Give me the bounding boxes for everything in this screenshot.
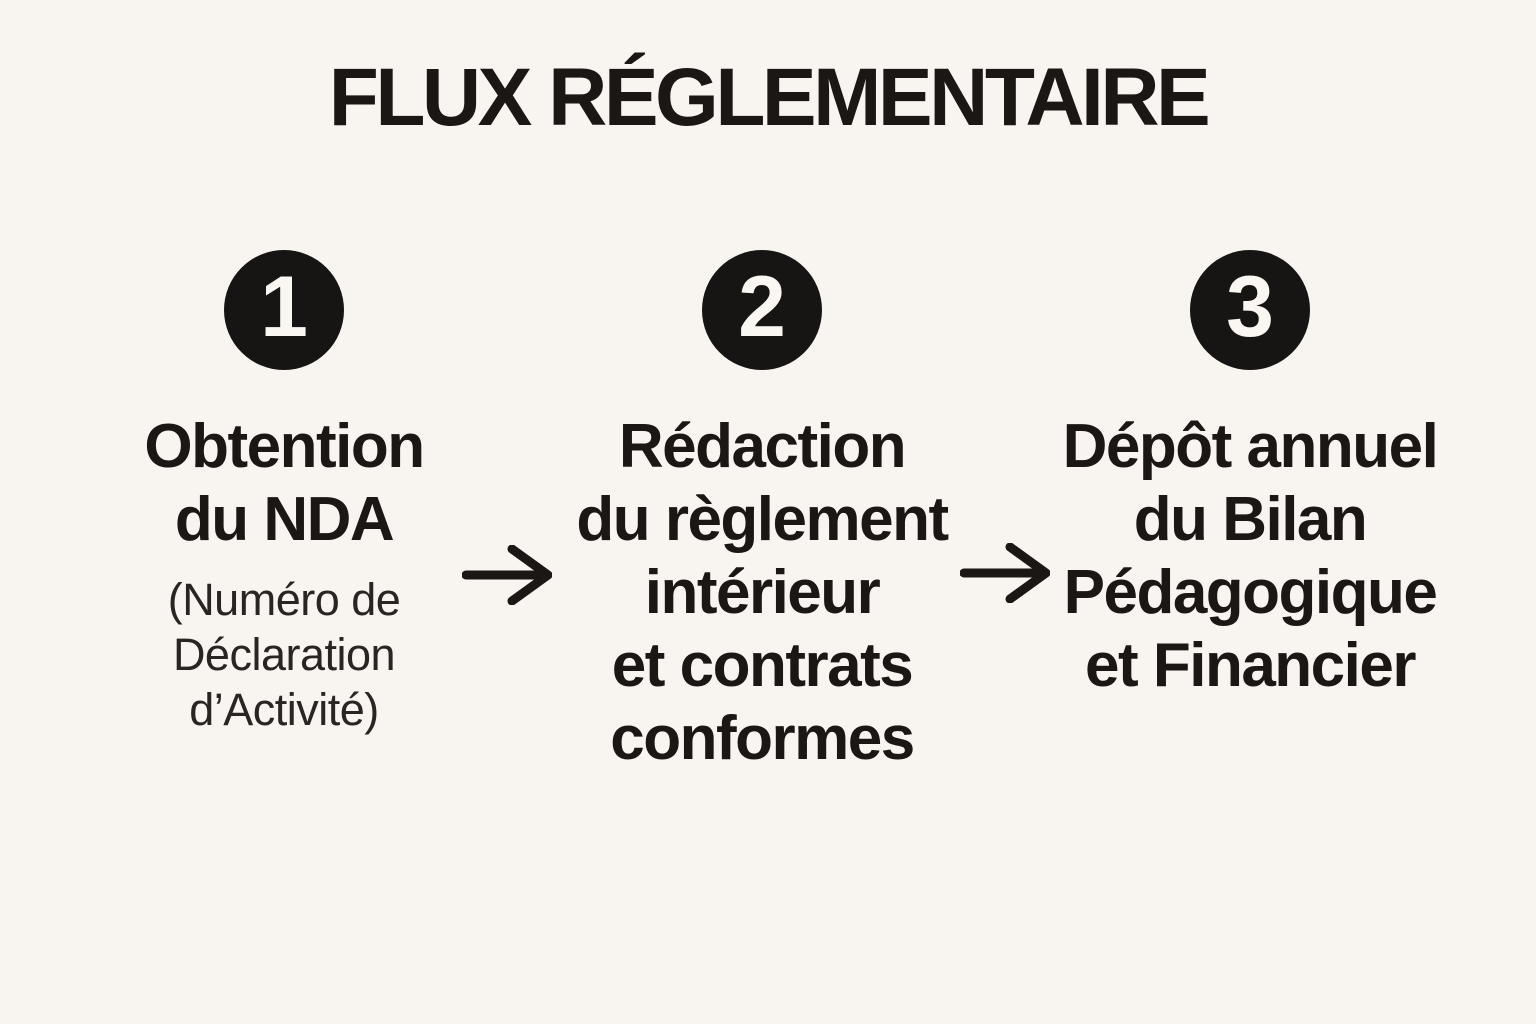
arrow-right-icon xyxy=(960,543,1050,603)
step-2-heading: Rédaction du règlement intérieur et cont… xyxy=(576,412,949,773)
step-1: 1 Obtention du NDA (Numéro de Déclaratio… xyxy=(64,250,504,737)
step-1-number: 1 xyxy=(260,259,308,355)
page-title: FLUX RÉGLEMENTAIRE xyxy=(328,52,1211,143)
step-3-number: 3 xyxy=(1226,259,1274,355)
step-3-heading: Dépôt annuel du Bilan Pédagogique et Fin… xyxy=(1062,412,1439,700)
step-1-subheading: (Numéro de Déclaration d’Activité) xyxy=(167,574,401,735)
step-3-number-badge: 3 xyxy=(1190,250,1310,370)
arrow-right-icon xyxy=(462,545,552,605)
step-1-heading: Obtention du NDA xyxy=(144,412,425,554)
step-2: 2 Rédaction du règlement intérieur et co… xyxy=(552,250,972,775)
step-2-number-badge: 2 xyxy=(702,250,822,370)
step-2-number: 2 xyxy=(738,259,786,355)
step-1-number-badge: 1 xyxy=(224,250,344,370)
step-3: 3 Dépôt annuel du Bilan Pédagogique et F… xyxy=(1020,250,1480,702)
